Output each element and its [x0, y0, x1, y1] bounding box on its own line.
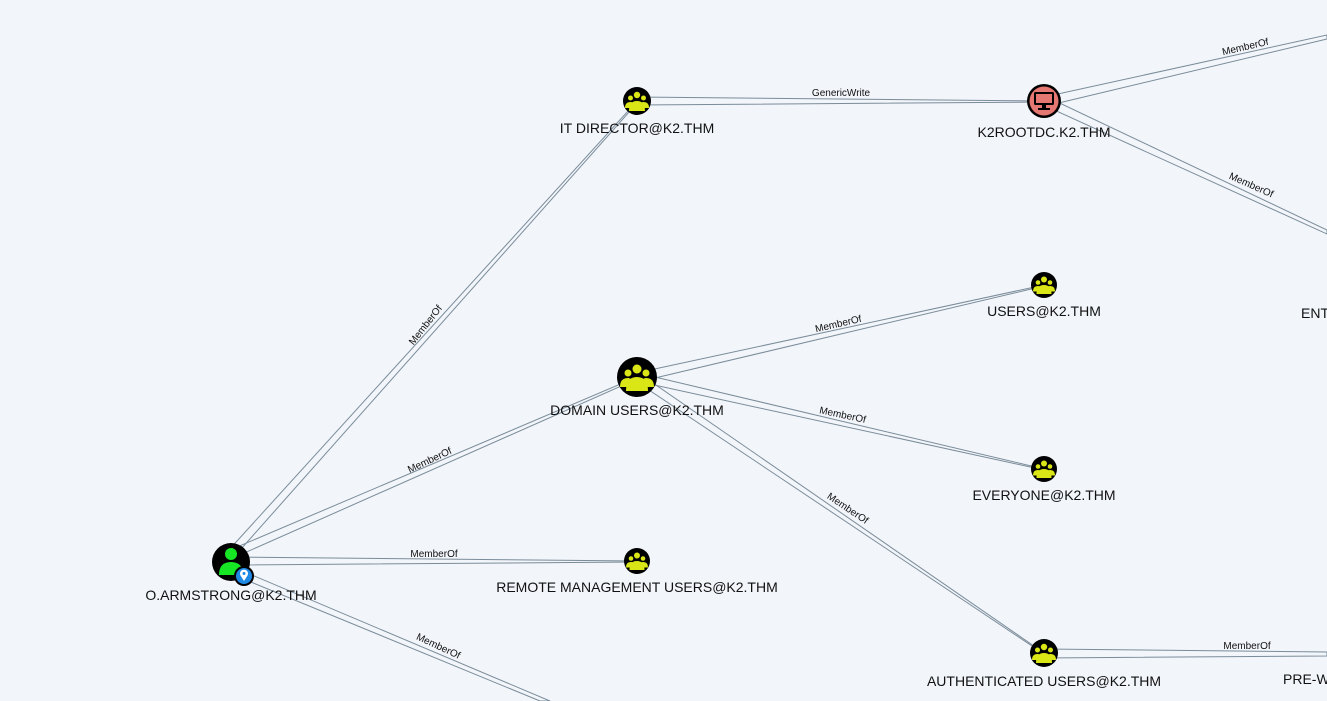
edge-label-du-auth: MemberOf [825, 491, 870, 527]
edge-label-dc-top: MemberOf [1221, 37, 1270, 58]
node-everyone[interactable]: EVERYONE@K2.THM [972, 456, 1116, 503]
node-label-o-armstrong: O.ARMSTRONG@K2.THM [145, 587, 316, 603]
group-icon [626, 552, 648, 570]
edge-labels: MemberOf MemberOf MemberOf MemberOf Gene… [406, 37, 1275, 662]
edges [226, 34, 1327, 701]
edge-du-everyone[interactable] [635, 372, 1045, 471]
edge-label-du-users: MemberOf [814, 314, 863, 335]
nodes: O.ARMSTRONG@K2.THM IT DIRECTOR@K2.THM [145, 84, 1327, 689]
group-icon [620, 364, 654, 391]
node-label-k2rootdc: K2ROOTDC.K2.THM [977, 124, 1110, 140]
edge-du-users[interactable] [635, 284, 1045, 383]
node-label-it-director: IT DIRECTOR@K2.THM [560, 120, 715, 136]
node-users[interactable]: USERS@K2.THM [987, 272, 1101, 319]
node-label-domain-users: DOMAIN USERS@K2.THM [550, 402, 724, 418]
edge-label-auth-prew: MemberOf [1223, 641, 1270, 652]
node-label-everyone: EVERYONE@K2.THM [972, 487, 1115, 503]
node-label-authenticated-users: AUTHENTICATED USERS@K2.THM [927, 673, 1161, 689]
node-k2rootdc[interactable]: K2ROOTDC.K2.THM [977, 84, 1111, 140]
edge-dc-ent[interactable] [1040, 96, 1327, 235]
node-label-remote-management-users: REMOTE MANAGEMENT USERS@K2.THM [496, 579, 778, 595]
node-o-armstrong[interactable]: O.ARMSTRONG@K2.THM [145, 543, 317, 603]
node-label-ent-partial: ENT [1301, 305, 1327, 321]
group-icon [625, 91, 649, 111]
owned-pin-icon [234, 566, 254, 586]
edge-label-oa-remote: MemberOf [410, 549, 457, 560]
group-icon [1033, 460, 1055, 478]
computer-icon [1034, 92, 1054, 110]
edge-auth-prew[interactable] [1043, 648, 1327, 659]
edge-dc-top[interactable] [1043, 34, 1327, 107]
node-label-prew-partial: PRE-WI [1283, 671, 1327, 687]
node-remote-management-users[interactable]: REMOTE MANAGEMENT USERS@K2.THM [496, 548, 778, 595]
node-it-director[interactable]: IT DIRECTOR@K2.THM [560, 87, 715, 136]
node-label-users: USERS@K2.THM [987, 303, 1101, 319]
group-icon [1033, 276, 1055, 294]
node-domain-users[interactable]: DOMAIN USERS@K2.THM [550, 357, 724, 418]
edge-oa-itdir[interactable] [226, 98, 639, 559]
group-icon [1032, 643, 1056, 663]
edge-label-itdir-dc: GenericWrite [812, 88, 871, 99]
node-authenticated-users[interactable]: AUTHENTICATED USERS@K2.THM [927, 639, 1161, 689]
